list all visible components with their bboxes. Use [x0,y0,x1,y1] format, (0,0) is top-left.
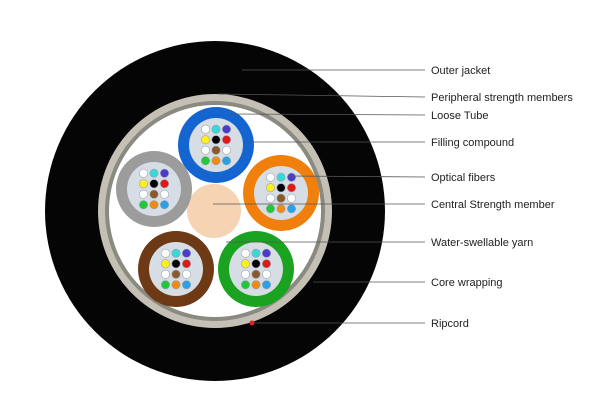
optical-fiber [261,248,271,258]
tube-brown [138,231,214,307]
optical-fiber [211,156,221,166]
peripheral-strength-members-leader-line [217,93,426,98]
optical-fiber [139,179,149,189]
tube-blue [178,107,254,183]
optical-fiber [286,204,296,214]
optical-fiber [161,280,171,290]
optical-fiber [182,280,192,290]
optical-fiber [149,189,159,199]
optical-fiber [251,269,261,279]
optical-fiber [161,248,171,258]
optical-fiber [251,248,261,258]
optical-fiber [251,280,261,290]
optical-fiber [139,200,149,210]
optical-fiber [265,204,275,214]
optical-fiber [276,193,286,203]
optical-fiber [261,269,271,279]
ripcord-dot [249,320,255,326]
optical-fiber [160,200,170,210]
optical-fiber [211,135,221,145]
optical-fiber [160,189,170,199]
optical-fiber [222,156,232,166]
optical-fiber [171,280,181,290]
ripcord-label: Ripcord [431,318,469,330]
optical-fiber [286,183,296,193]
loose-tube-label: Loose Tube [431,110,489,122]
optical-fibers-label: Optical fibers [431,172,496,184]
optical-fiber [182,248,192,258]
outer-jacket-label: Outer jacket [431,65,490,77]
cable-cross-section [45,41,385,381]
water-swellable-yarn-label: Water-swellable yarn [431,237,533,249]
optical-fiber [201,135,211,145]
optical-fiber [149,168,159,178]
optical-fiber [201,145,211,155]
optical-fiber [222,135,232,145]
optical-fiber [241,259,251,269]
loose-tube-leader-line [229,113,426,116]
tube-gray [116,151,192,227]
tube-green [218,231,294,307]
optical-fiber [265,183,275,193]
central-strength-member-label: Central Strength member [431,199,555,211]
optical-fiber [251,259,261,269]
filling-compound-label: Filling compound [431,137,514,149]
optical-fiber [265,193,275,203]
optical-fiber [286,172,296,182]
optical-fiber [276,204,286,214]
optical-fiber [149,200,159,210]
optical-fiber [241,269,251,279]
optical-fiber [201,156,211,166]
optical-fiber [261,280,271,290]
optical-fiber [160,179,170,189]
core-wrapping-label: Core wrapping [431,277,503,289]
optical-fiber [182,259,192,269]
peripheral-strength-members-label: Peripheral strength members [431,92,573,104]
optical-fiber [261,259,271,269]
optical-fiber [160,168,170,178]
optical-fiber [139,168,149,178]
optical-fiber [222,145,232,155]
central-strength-member [187,184,241,238]
optical-fiber [139,189,149,199]
optical-fiber [286,193,296,203]
optical-fiber [171,248,181,258]
optical-fiber [265,172,275,182]
optical-fiber [276,172,286,182]
tube-orange [243,155,319,231]
optical-fiber [211,145,221,155]
optical-fiber [241,280,251,290]
optical-fiber [211,124,221,134]
optical-fiber [241,248,251,258]
optical-fiber [161,259,171,269]
loose-tubes [116,107,319,307]
optical-fiber [149,179,159,189]
optical-fiber [222,124,232,134]
optical-fiber [171,269,181,279]
optical-fiber [276,183,286,193]
optical-fiber [201,124,211,134]
optical-fibers-leader-line [287,175,426,178]
optical-fiber [171,259,181,269]
optical-fiber [161,269,171,279]
optical-fiber [182,269,192,279]
